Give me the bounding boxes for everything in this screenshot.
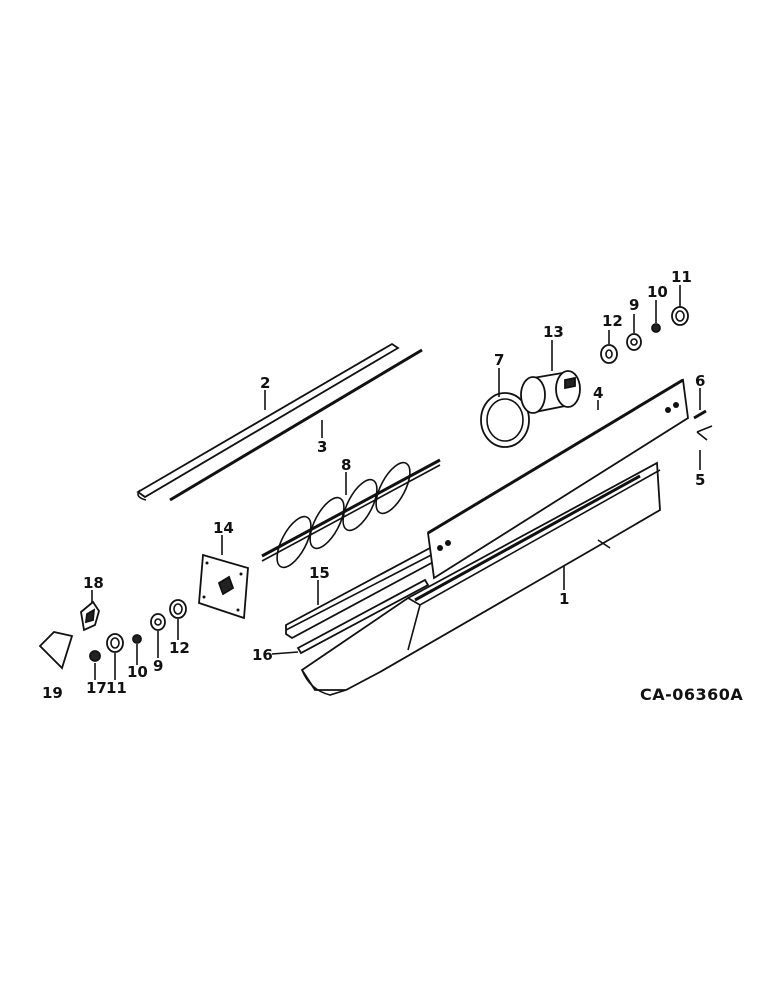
callout-4: 4 — [593, 384, 603, 402]
leader-lines — [91, 285, 701, 680]
callout-16: 16 — [252, 646, 273, 664]
part-4-cover-panel — [427, 378, 689, 580]
callout-3: 3 — [317, 438, 327, 456]
drawing-code: CA-06360A — [640, 685, 743, 704]
callout-13: 13 — [543, 323, 564, 341]
callout-right-11: 11 — [671, 268, 692, 286]
part-1-trough — [300, 461, 661, 696]
callout-left-18: 18 — [83, 574, 104, 592]
callout-left-9: 9 — [153, 657, 163, 675]
callout-14: 14 — [213, 519, 234, 537]
callout-2: 2 — [260, 374, 270, 392]
part-3-strip — [169, 348, 423, 502]
callout-left-11: 11 — [106, 679, 127, 697]
part-5-key — [696, 425, 713, 441]
callout-6: 6 — [695, 372, 705, 390]
right-bearing-set — [600, 306, 689, 364]
callout-right-10: 10 — [647, 283, 668, 301]
callout-1: 1 — [559, 590, 569, 608]
part-13-sleeve — [520, 370, 581, 414]
callout-8: 8 — [341, 456, 351, 474]
callout-left-17: 17 — [86, 679, 107, 697]
left-bearing-set — [89, 599, 187, 662]
part-19-shield — [38, 631, 74, 670]
part-2-cover-rail — [136, 342, 400, 501]
callout-left-10: 10 — [127, 663, 148, 681]
part-14-bearing-plate — [198, 553, 249, 620]
callout-15: 15 — [309, 564, 330, 582]
part-8-auger — [261, 458, 441, 569]
part-16-rod — [296, 578, 430, 655]
part-18-bracket — [80, 600, 100, 632]
part-6-pin — [693, 409, 707, 420]
part-7-ring — [480, 392, 530, 448]
callout-left-19: 19 — [42, 684, 63, 702]
callout-right-12: 12 — [602, 312, 623, 330]
callout-5: 5 — [695, 471, 705, 489]
callout-7: 7 — [494, 351, 504, 369]
callout-right-9: 9 — [629, 296, 639, 314]
callout-left-12: 12 — [169, 639, 190, 657]
